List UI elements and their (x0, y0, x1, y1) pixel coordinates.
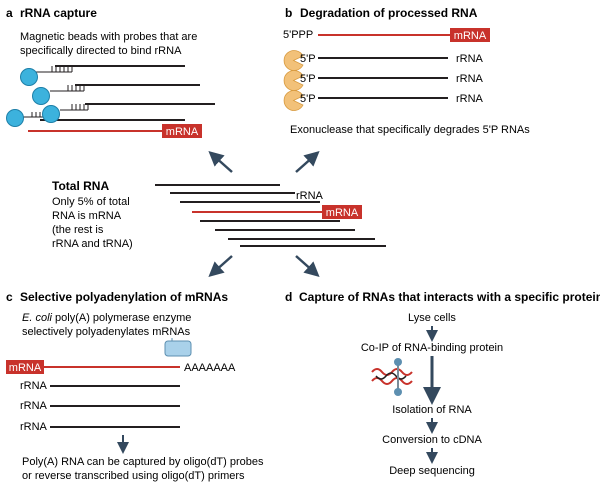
step-lyse-cells: Lyse cells (408, 312, 456, 324)
panel-d-title: Capture of RNAs that interacts with a sp… (299, 290, 600, 304)
mrna-label-box (6, 360, 44, 374)
exonuclease-icon (283, 50, 304, 71)
step-conversion: Conversion to cDNA (382, 434, 482, 446)
rrna-label: rRNA (20, 421, 48, 433)
rrna-label: rRNA (456, 73, 484, 85)
panel-d-letter: d (285, 290, 292, 304)
panel-b: b Degradation of processed RNA 5'PPP mRN… (283, 6, 530, 136)
panel-c-bottom-line1: Poly(A) RNA can be captured by oligo(dT)… (22, 456, 264, 468)
panel-a-desc-line2: specifically directed to bind rRNA (20, 45, 182, 57)
magnetic-bead-icon (42, 105, 60, 123)
arrow-to-panel-b-icon (295, 151, 320, 173)
probe (36, 66, 73, 73)
rrna-label: rRNA (20, 380, 48, 392)
rrna-label: rRNA (456, 53, 484, 65)
rrna-label: rRNA (456, 93, 484, 105)
mrna-label: mRNA (326, 207, 359, 219)
total-rna-line1: Only 5% of total (52, 196, 130, 208)
total-rna-center: Total RNA Only 5% of total RNA is mRNA (… (52, 151, 386, 277)
exonuclease-icon (283, 70, 304, 91)
five-p-label: 5'P (300, 73, 316, 85)
panel-b-letter: b (285, 6, 292, 20)
five-p-label: 5'P (300, 93, 316, 105)
step-isolation: Isolation of RNA (392, 404, 472, 416)
magnetic-bead-icon (20, 68, 38, 86)
panel-c-desc-rest: poly(A) polymerase enzyme (52, 312, 191, 324)
five-p-label: 5'P (300, 53, 316, 65)
panel-c-desc-italic: E. coli (22, 312, 53, 324)
mrna-label-box (322, 205, 362, 219)
polya-tail: AAAAAAA (184, 362, 236, 374)
mrna-label-box (162, 124, 202, 138)
five-ppp-label: 5'PPP (283, 29, 313, 41)
panel-a: a rRNA capture Magnetic beads with probe… (6, 6, 215, 138)
mrna-label: mRNA (454, 30, 487, 42)
panel-b-title: Degradation of processed RNA (300, 6, 478, 20)
total-rna-line3: (the rest is (52, 224, 104, 236)
panel-c-desc-line1: E. coli poly(A) polymerase enzyme (22, 312, 191, 324)
rrna-label: rRNA (296, 190, 324, 202)
panel-c-title: Selective polyadenylation of mRNAs (20, 290, 228, 304)
panel-a-desc-line1: Magnetic beads with probes that are (20, 31, 197, 43)
mrna-label-box (450, 28, 490, 42)
panel-c: c Selective polyadenylation of mRNAs E. … (6, 290, 264, 482)
polymerase-enzyme-icon (164, 340, 192, 357)
panel-d: d Capture of RNAs that interacts with a … (285, 290, 600, 477)
magnetic-bead-icon (32, 87, 50, 105)
panel-b-desc: Exonuclease that specifically degrades 5… (290, 124, 530, 136)
mrna-label: mRNA (166, 126, 199, 138)
total-rna-line2: RNA is mRNA (52, 210, 122, 222)
probe (60, 104, 89, 111)
panel-a-title: rRNA capture (20, 6, 97, 20)
step-co-ip: Co-IP of RNA-binding protein (361, 342, 503, 354)
rna-protein-complex-icon (371, 358, 413, 396)
total-rna-title: Total RNA (52, 179, 109, 193)
panel-a-letter: a (6, 6, 13, 20)
probe (50, 85, 85, 92)
panel-c-desc-line2: selectively polyadenylates mRNAs (22, 326, 191, 338)
exonuclease-icon (283, 90, 304, 111)
total-rna-line4: rRNA and tRNA) (52, 238, 133, 250)
panel-c-bottom-line2: or reverse transcribed using oligo(dT) p… (22, 470, 245, 482)
arrow-to-panel-c-icon (208, 255, 233, 277)
arrow-to-panel-d-icon (295, 255, 320, 277)
step-sequencing: Deep sequencing (389, 465, 475, 477)
panel-c-letter: c (6, 290, 13, 304)
arrow-to-panel-a-icon (208, 151, 233, 173)
rrna-label: rRNA (20, 400, 48, 412)
mrna-label: mRNA (9, 362, 42, 374)
magnetic-bead-icon (6, 109, 24, 127)
